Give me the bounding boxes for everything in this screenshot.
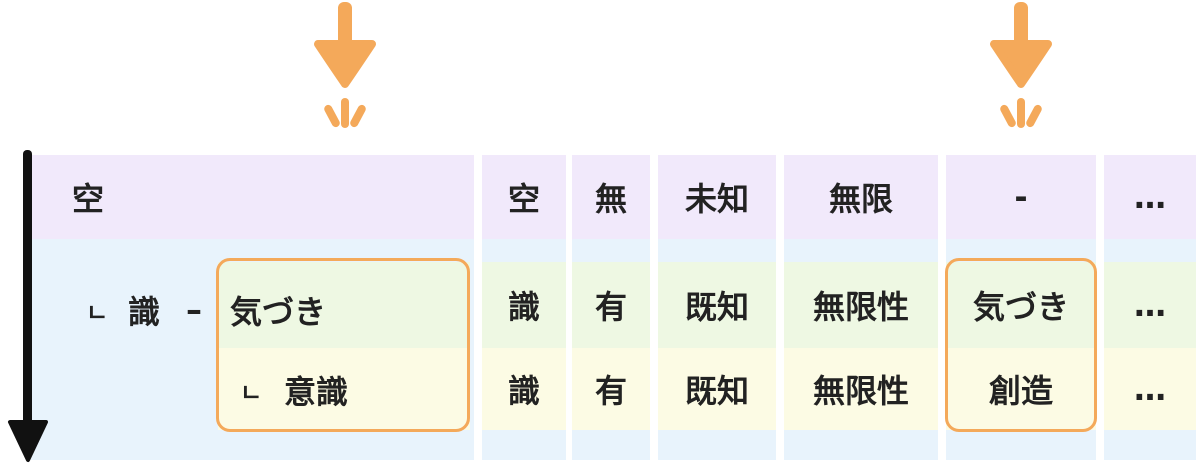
grid-spacer [658,239,776,262]
grid-cell-r2: 気づき [946,262,1096,348]
down-arrow-icon [990,2,1052,128]
grid-spacer [482,430,566,460]
grid-cell-r3: 識 [482,348,566,430]
grid-spacer [1104,239,1196,262]
grid-spacer [658,430,776,460]
highlight-box-left [216,258,470,432]
tree-row-grandchild-bg [218,348,470,430]
highlight-box-right [945,258,1097,432]
grid-cell-r2: … [1104,262,1196,348]
grid-spacer [946,430,1096,460]
tree-dash: – [186,291,202,329]
grid-cell-r3: 既知 [658,348,776,430]
grid-cell-r1: 無限 [784,155,938,239]
grid-cell-r1: 未知 [658,155,776,239]
tree-child-term: 気づき [230,293,327,331]
grid-cell-r3: 有 [572,348,650,430]
grid-cell-r1: 空 [482,155,566,239]
tree-child-marker: ㄴ [86,298,109,327]
grid-spacer [1104,430,1196,460]
timeline-arrow-icon [8,150,48,462]
grid-cell-r2: 識 [482,262,566,348]
tree-child-label: 識 [128,293,161,331]
tree-root-label: 空 [72,180,105,218]
grid-cell-r1: - [946,155,1096,239]
grid-cell-r3: … [1104,348,1196,430]
grid-cell-r3: 創造 [946,348,1096,430]
grid-cell-r2: 無限性 [784,262,938,348]
grid-spacer [572,430,650,460]
pointer-arrow-right [990,2,1052,128]
tree-row-root [30,155,474,239]
grid-spacer [482,239,566,262]
grid-spacer [946,239,1096,262]
tree-row-child-bg [218,262,470,348]
tree-grandchild-marker: ㄴ [240,378,263,407]
grid-cell-r1: 無 [572,155,650,239]
grid-cell-r2: 有 [572,262,650,348]
grid-spacer [572,239,650,262]
down-arrow-icon [314,2,376,128]
grid-cell-r1: … [1104,155,1196,239]
grid-cell-r2: 既知 [658,262,776,348]
grid-spacer [784,430,938,460]
tree-grandchild-label: 意識 [284,373,349,411]
grid-spacer [784,239,938,262]
pointer-arrow-left [314,2,376,128]
grid-cell-r3: 無限性 [784,348,938,430]
